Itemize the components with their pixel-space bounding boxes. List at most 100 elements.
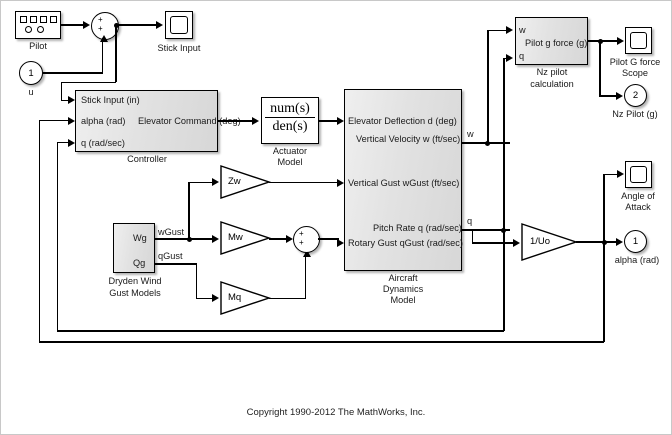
wire-wgust-to-zw [188,181,216,183]
controller-block-label: Controller [127,154,167,164]
wire-nz-out [588,40,622,42]
wire-aircraft-q-out [462,229,510,231]
copyright-text: Copyright 1990-2012 The MathWorks, Inc. [246,407,426,418]
arrow-aircraft-in-vertgust [337,179,344,187]
gain-mq[interactable]: Mq [219,280,272,316]
arrow-nz-in-w [506,26,513,35]
signal-label-q: q [467,216,473,226]
inport-u[interactable]: 1 [19,61,43,85]
arrow-nz-in-q [506,54,513,63]
controller-block[interactable] [75,90,218,152]
wire-alpha-up [603,174,605,242]
wire-pilot-to-sum [61,24,85,26]
signal-builder-square-1 [20,16,27,23]
dryden-output-wg: Wg [133,233,147,243]
arrow-controller-in-alpha [68,117,75,125]
gain-1-uo[interactable]: 1/Uo [520,222,579,262]
dryden-label-2: Gust Models [109,288,161,298]
scope-screen-icon [630,32,647,49]
pilot-g-force-scope[interactable] [625,27,652,54]
aircraft-label-2: Dynamics [382,284,424,294]
arrow-nz-outport-in [616,91,623,100]
aircraft-input-vertgust: Vertical Gust wGust (ft/sec) [348,178,460,188]
dryden-label-1: Dryden Wind [108,276,162,286]
wire-nz-down [599,40,601,97]
wire-stick-branch-down2 [61,81,63,101]
actuator-transfer-function: num(s) den(s) [261,101,319,134]
wire-alpha-to-aoa [603,174,621,176]
stick-input-scope-label: Stick Input [157,43,201,53]
wire-stick-branch-down [115,24,117,83]
wire-stick-branch-left [61,81,116,83]
signal-builder-square-4 [50,16,57,23]
wire-w-up [487,30,489,143]
outport-alpha-label: alpha (rad) [614,255,660,265]
wire-feedback-q-in [57,141,71,143]
nz-pilot-output: Pilot g force (g) [525,38,588,48]
outport-alpha[interactable]: 1 [624,230,647,253]
scope-screen-icon [630,166,647,183]
wire-mw-to-sum [269,238,291,240]
actuator-model-label-1: Actuator [272,146,308,156]
wire-q-branch-right [472,242,516,244]
arrow-sumgust-in1 [286,234,293,243]
arrow-sum-in1 [83,20,90,29]
wire-wgust-right [155,238,215,240]
nz-pilot-input-w: w [519,25,526,35]
nz-pilot-input-q: q [519,51,525,61]
outport-nz-pilot[interactable]: 2 [624,84,647,107]
wire-u-right [43,72,103,74]
arrow-zw-in [212,178,219,186]
wire-wgust-up [188,181,190,239]
aircraft-input-rotgust: Rotary Gust qGust (rad/sec) [348,238,463,248]
controller-input-stick: Stick Input (in) [81,95,140,105]
gain-1-uo-label: 1/Uo [530,236,551,247]
sum-stick-sign-1: + [98,15,103,24]
pilot-g-force-scope-label-1: Pilot G force [609,57,661,67]
aircraft-output-q: Pitch Rate q (rad/sec) [373,223,462,233]
arrow-pilotg-scope-in [617,36,624,45]
pilot-block[interactable] [15,11,61,39]
dryden-wind-gust-block[interactable] [113,223,155,273]
sum-gust-sign-1: + [299,229,304,238]
stick-input-scope[interactable] [165,11,193,39]
gain-mw-label: Mw [228,232,243,243]
arrow-stickscope-in [156,20,163,29]
wire-qgust-right [155,263,197,265]
wire-controller-to-actuator [218,120,256,122]
wire-stick-into-controller [61,99,71,101]
nz-pilot-calculation-block[interactable] [515,17,588,65]
sum-gust-sign-2: + [299,237,304,247]
arrow-controller-in-q [68,138,75,147]
gain-mq-label: Mq [228,292,242,303]
wire-mq-right [269,298,306,300]
wire-qgust-down [196,263,198,300]
angle-of-attack-label-1: Angle of [621,191,655,201]
angle-of-attack-scope[interactable] [625,161,652,188]
sum-gust[interactable] [293,226,320,253]
nz-pilot-label-1: Nz pilot [536,67,568,77]
signal-label-qgust: qGust [158,251,183,261]
actuator-model-block[interactable] [261,97,319,144]
arrow-aoa-scope-in [617,170,624,179]
controller-input-alpha: alpha (rad) [81,116,126,126]
arrow-aircraft-in-elev [337,116,344,125]
gain-mw[interactable]: Mw [219,220,272,256]
inport-u-label: u [28,87,34,97]
gain-zw[interactable]: Zw [219,164,272,200]
controller-input-q: q (rad/sec) [81,138,125,148]
scope-screen-icon [170,16,188,34]
dryden-output-qg: Qg [133,258,146,268]
actuator-model-label-2: Model [277,157,303,167]
aircraft-dynamics-block[interactable] [344,89,462,271]
wire-actuator-to-aircraft [319,120,342,122]
signal-builder-square-2 [30,16,37,23]
aircraft-output-w: Vertical Velocity w (ft/sec) [356,134,461,144]
signal-label-w: w [467,129,474,139]
wire-feedback-alpha-left [39,341,604,343]
arrow-1uo-in [513,238,520,247]
wire-q-branch-down [472,229,474,244]
signal-builder-circle-1 [25,26,32,33]
wire-feedback-q-left [57,330,504,332]
wire-feedback-q-down [503,229,505,332]
